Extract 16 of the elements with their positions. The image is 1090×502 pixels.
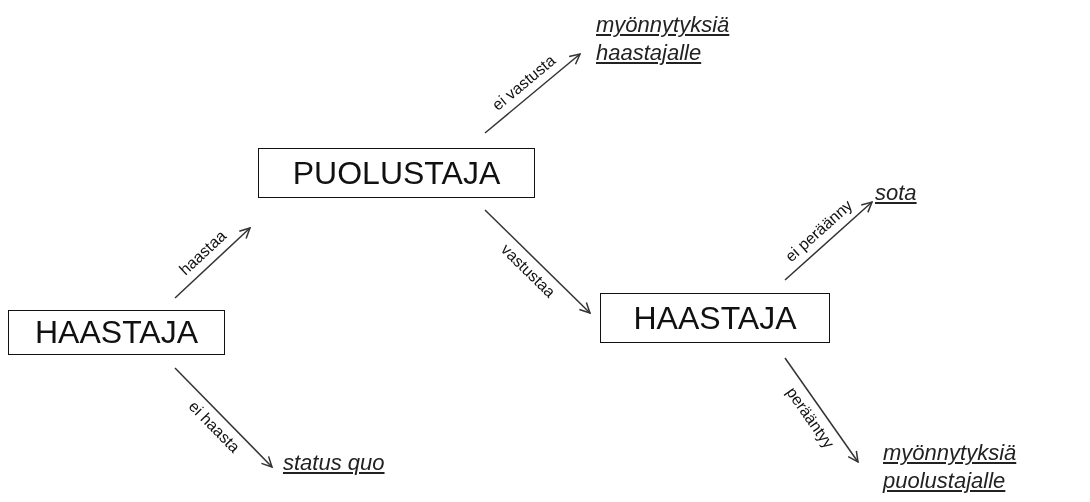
actor-box [600,293,830,343]
outcome-text: status quo [283,449,385,477]
arrow [784,201,873,281]
arrow [484,53,581,134]
arrow [784,357,859,463]
outcome-text: sota [875,179,917,207]
actor-name: HAASTAJA [35,314,198,351]
actor-box [8,310,225,355]
actor-box [258,148,535,198]
arrow [484,209,591,314]
outcome-text: myönnytyksiä haastajalle [596,11,731,67]
arrow [174,367,273,468]
actor-name: HAASTAJA [633,299,797,337]
outcome-text: myönnytyksiä puolustajalle [883,439,1018,495]
actor-name: PUOLUSTAJA [292,154,501,192]
arrow [174,227,251,299]
